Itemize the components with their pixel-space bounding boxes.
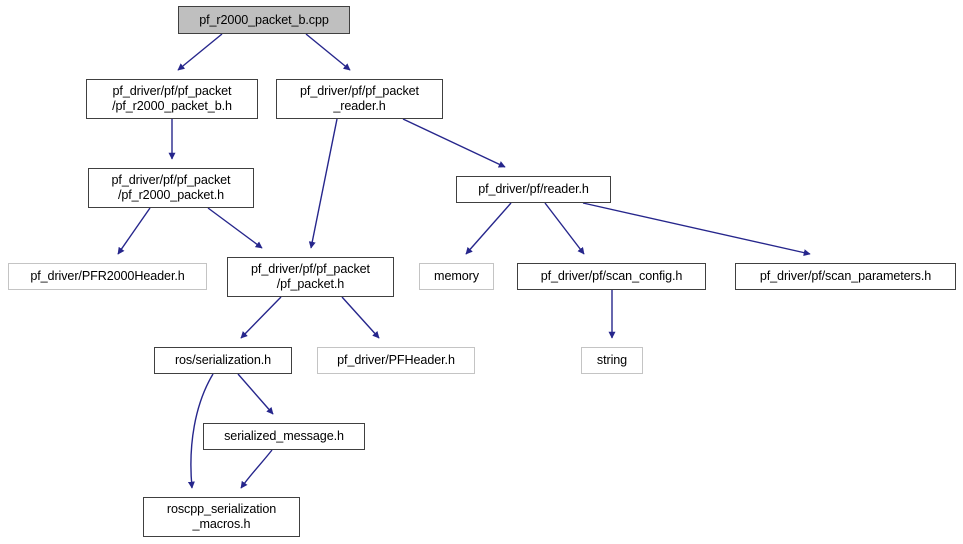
graph-edge-r2000_packet_h-to-pfr2000header_h bbox=[117, 207, 151, 255]
graph-node-label: ros/serialization.h bbox=[174, 353, 272, 368]
graph-edge-reader_h-to-memory bbox=[465, 202, 512, 255]
graph-node-label: pf_driver/PFR2000Header.h bbox=[30, 269, 185, 284]
graph-edge-reader_h-to-scan_config_h bbox=[544, 202, 585, 255]
graph-node-pf_packet_h[interactable]: pf_driver/pf/pf_packet /pf_packet.h bbox=[227, 257, 394, 297]
graph-edge-pf_packet_reader_h-to-reader_h bbox=[402, 118, 506, 168]
graph-edge-r2000_packet_h-to-pf_packet_h bbox=[207, 207, 263, 249]
graph-edge-root-to-r2000_packet_b_h bbox=[177, 33, 223, 71]
graph-node-scan_config_h[interactable]: pf_driver/pf/scan_config.h bbox=[517, 263, 706, 290]
graph-node-serialized_message_h[interactable]: serialized_message.h bbox=[203, 423, 365, 450]
graph-node-pfr2000header_h: pf_driver/PFR2000Header.h bbox=[8, 263, 207, 290]
graph-node-label: pf_r2000_packet_b.cpp bbox=[199, 12, 329, 27]
graph-node-label: pf_driver/pf/scan_parameters.h bbox=[759, 269, 932, 284]
graph-edge-root-to-pf_packet_reader_h bbox=[305, 33, 351, 71]
graph-edge-pf_packet_h-to-pfheader_h bbox=[341, 296, 380, 339]
graph-node-label: pf_driver/pf/scan_config.h bbox=[540, 269, 683, 284]
graph-node-root[interactable]: pf_r2000_packet_b.cpp bbox=[178, 6, 350, 34]
graph-node-label: memory bbox=[434, 269, 479, 284]
graph-edge-serialized_message_h-to-roscpp_serialization_macros_h bbox=[240, 449, 273, 489]
graph-edge-ros_serialization_h-to-serialized_message_h bbox=[237, 373, 274, 415]
graph-node-label: pf_driver/pf/pf_packet /pf_r2000_packet_… bbox=[112, 84, 232, 113]
graph-node-label: pf_driver/pf/pf_packet /pf_packet.h bbox=[251, 262, 370, 291]
graph-edge-pf_packet_h-to-ros_serialization_h bbox=[240, 296, 282, 339]
graph-node-scan_parameters_h[interactable]: pf_driver/pf/scan_parameters.h bbox=[735, 263, 956, 290]
graph-node-r2000_packet_h[interactable]: pf_driver/pf/pf_packet /pf_r2000_packet.… bbox=[88, 168, 254, 208]
graph-node-pfheader_h: pf_driver/PFHeader.h bbox=[317, 347, 475, 374]
graph-node-string: string bbox=[581, 347, 643, 374]
graph-node-label: roscpp_serialization _macros.h bbox=[166, 502, 277, 531]
graph-node-roscpp_serialization_macros_h[interactable]: roscpp_serialization _macros.h bbox=[143, 497, 300, 537]
graph-node-ros_serialization_h[interactable]: ros/serialization.h bbox=[154, 347, 292, 374]
graph-edge-pf_packet_reader_h-to-pf_packet_h bbox=[308, 118, 338, 249]
graph-node-reader_h[interactable]: pf_driver/pf/reader.h bbox=[456, 176, 611, 203]
graph-node-label: pf_driver/pf/pf_packet _reader.h bbox=[300, 84, 419, 113]
graph-node-label: pf_driver/pf/pf_packet /pf_r2000_packet.… bbox=[111, 173, 231, 202]
graph-node-label: pf_driver/PFHeader.h bbox=[337, 353, 455, 368]
graph-edge-reader_h-to-scan_parameters_h bbox=[582, 202, 811, 257]
graph-node-r2000_packet_b_h[interactable]: pf_driver/pf/pf_packet /pf_r2000_packet_… bbox=[86, 79, 258, 119]
graph-node-label: serialized_message.h bbox=[224, 429, 344, 444]
graph-node-label: string bbox=[596, 353, 628, 368]
graph-node-memory: memory bbox=[419, 263, 494, 290]
graph-node-label: pf_driver/pf/reader.h bbox=[478, 182, 589, 197]
graph-node-pf_packet_reader_h[interactable]: pf_driver/pf/pf_packet _reader.h bbox=[276, 79, 443, 119]
